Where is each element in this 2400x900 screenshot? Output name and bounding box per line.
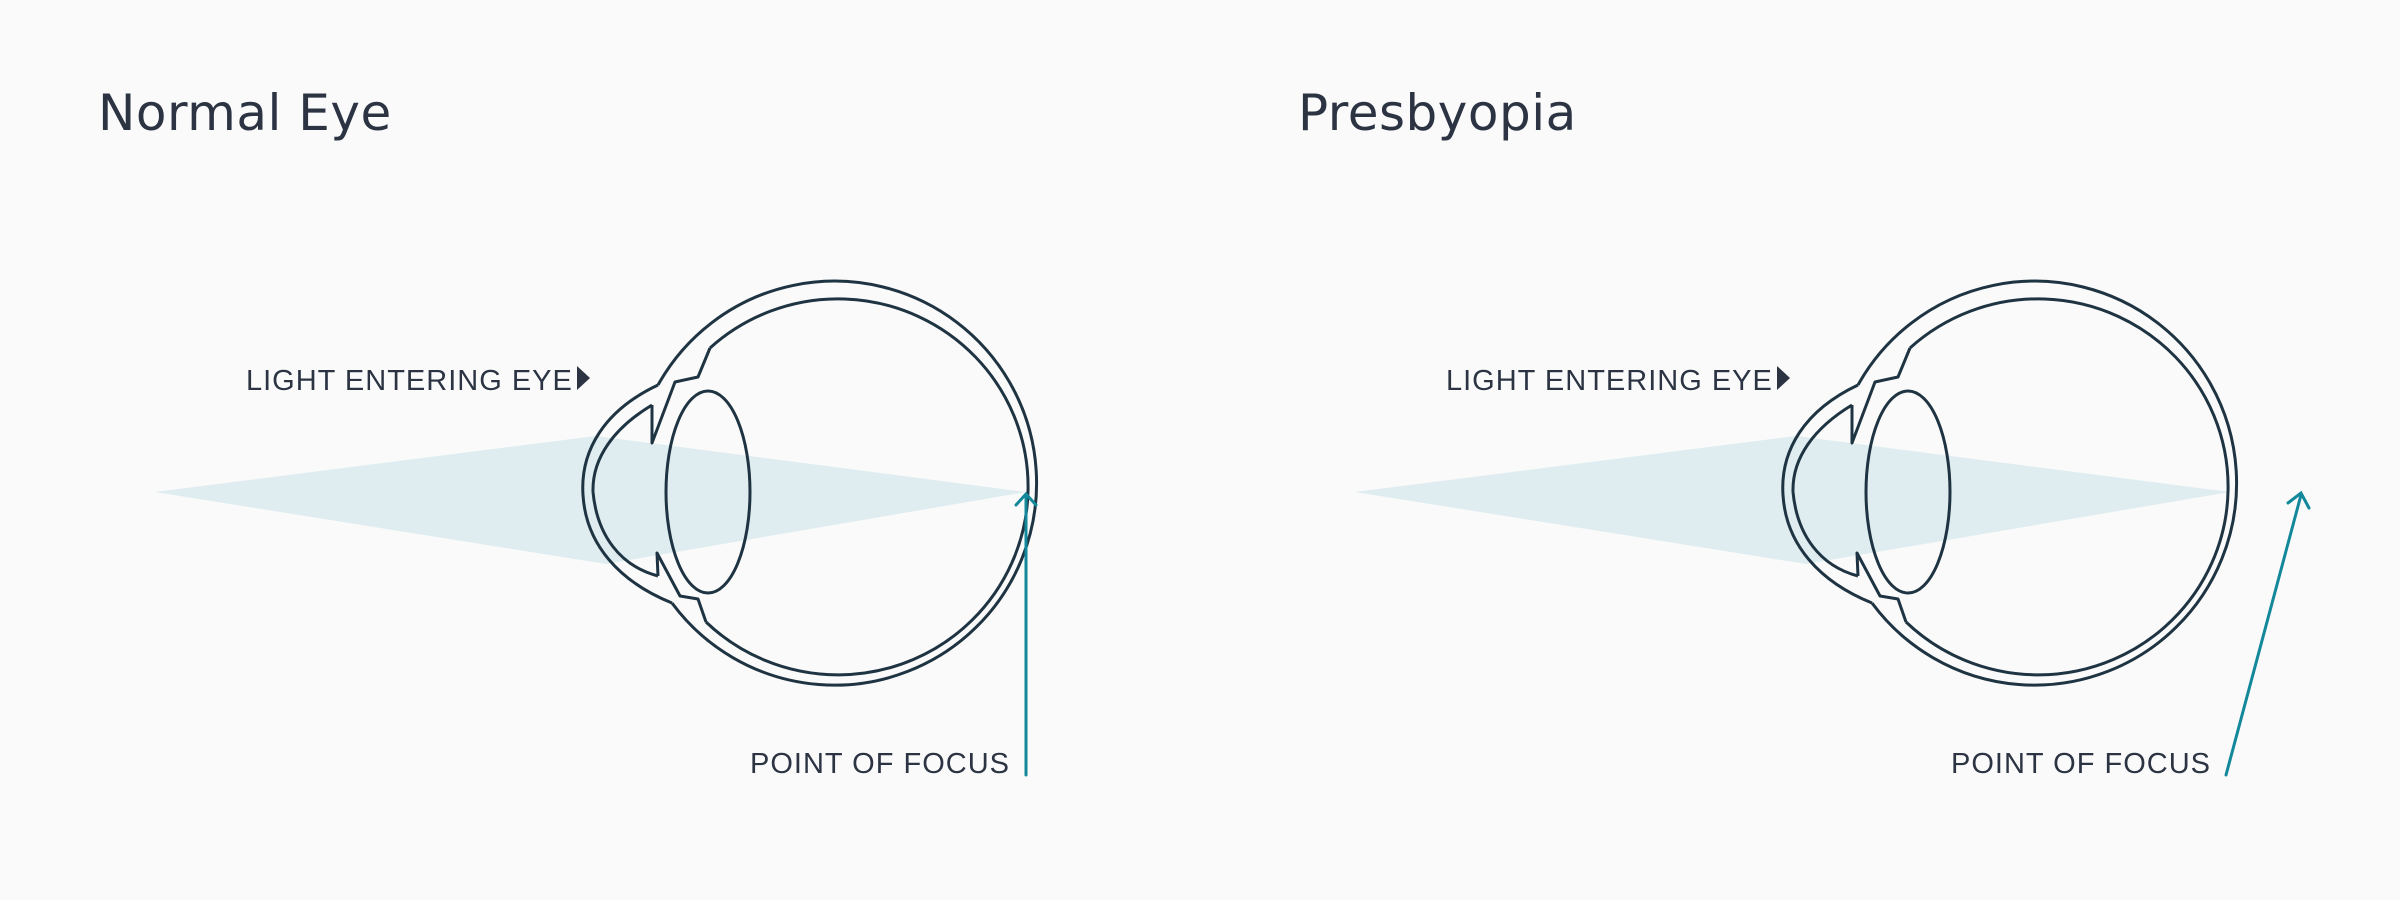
- cornea-inner-top: [1791, 347, 1912, 493]
- triangle-right-icon: [1777, 366, 1790, 390]
- normal-eye-diagram: LIGHT ENTERING EYE POINT OF FOCUS: [155, 279, 1039, 780]
- arrow-up-icon: [1014, 491, 1038, 507]
- lens: [664, 389, 752, 595]
- point-of-focus-label: POINT OF FOCUS: [750, 748, 1010, 780]
- cornea-inner-top: [591, 347, 712, 493]
- lens: [1864, 389, 1952, 595]
- triangle-right-icon: [577, 366, 590, 390]
- cornea-inner-bottom: [591, 491, 708, 623]
- eye-retina: [1904, 297, 2230, 677]
- focus-pointer-line: [2224, 493, 2303, 777]
- cornea-outer: [1781, 383, 1873, 605]
- light-beam: [155, 436, 1026, 564]
- presbyopia-panel: Presbyopia LIGHT ENTERING EYE POINT OF F…: [1200, 0, 2400, 900]
- cornea-outer: [581, 383, 673, 605]
- eye-retina: [704, 297, 1030, 677]
- normal-eye-panel: Normal Eye LIGHT ENTERING EYE POINT OF F…: [98, 84, 1039, 780]
- normal-eye-title: Normal Eye: [98, 84, 392, 142]
- eye-outer-wall: [656, 279, 1039, 687]
- arrow-up-icon: [2286, 490, 2311, 510]
- cornea-inner-bottom: [1791, 491, 1908, 623]
- point-of-focus-label: POINT OF FOCUS: [1951, 748, 2211, 780]
- eye-outer-wall: [1856, 279, 2239, 687]
- presbyopia-eye-diagram: LIGHT ENTERING EYE POINT OF FOCUS: [1355, 279, 2311, 780]
- light-entering-label: LIGHT ENTERING EYE: [1446, 365, 1773, 397]
- light-entering-label: LIGHT ENTERING EYE: [246, 365, 573, 397]
- presbyopia-title: Presbyopia: [1298, 84, 1577, 142]
